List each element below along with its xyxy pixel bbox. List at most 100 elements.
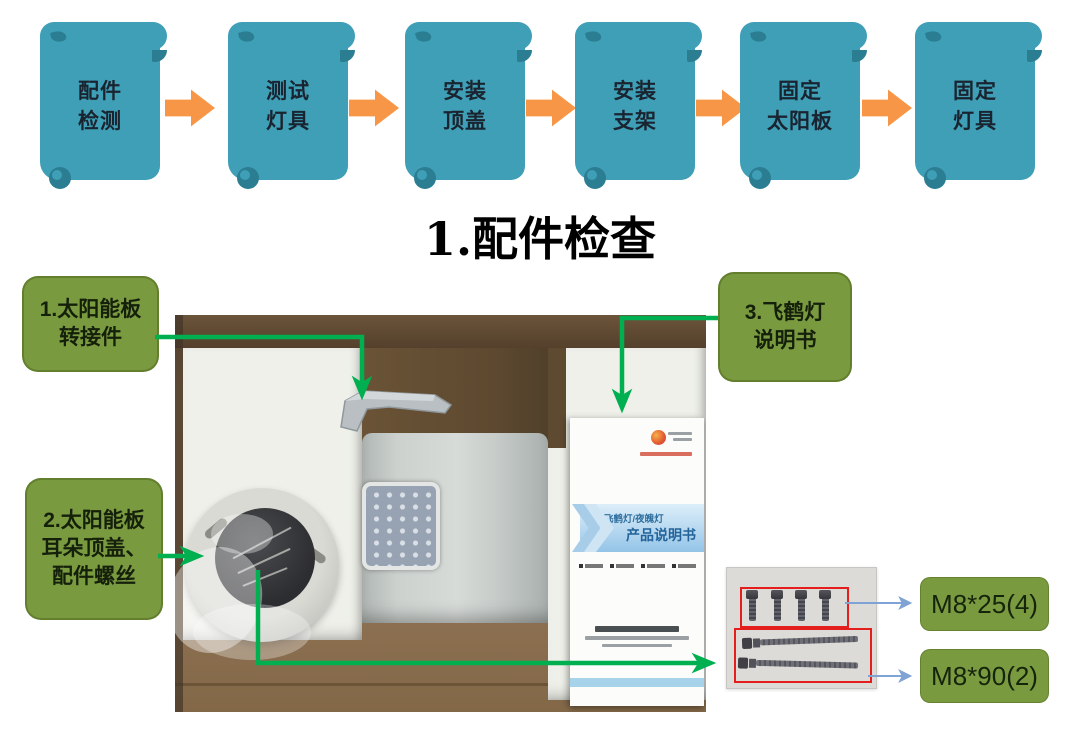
scroll-curl-icon: [749, 167, 771, 189]
bolt-head: [741, 637, 753, 649]
flow-step-label: 固定 灯具: [915, 22, 1035, 180]
callout-label-line: 耳朵顶盖、: [41, 537, 147, 560]
bullet-text-bar: [610, 564, 634, 568]
bolt-icon: [746, 590, 758, 621]
manual-logo-icon: [651, 430, 666, 445]
scroll-curl-icon: [924, 167, 946, 189]
callout-label-line: 1.太阳能板: [39, 298, 142, 321]
callout-label-line: 转接件: [59, 326, 122, 349]
callout-label-line: 3.飞鹤灯: [744, 301, 826, 324]
flow-step-label-line: 安装: [613, 80, 657, 103]
scroll-roll-icon: [1005, 22, 1042, 50]
plastic-bag: [211, 514, 273, 554]
flow-step-label-line: 固定: [953, 80, 997, 103]
flow-step-label: 安装 支架: [575, 22, 695, 180]
callout-label-line: 配件螺丝: [52, 565, 136, 588]
manual-company-lines: [570, 626, 704, 647]
bolt-long-label-text: M8*90(2): [931, 660, 1038, 691]
flow-step-install-bracket: 安装 支架: [575, 22, 702, 189]
bolt-shaft: [797, 599, 805, 621]
bolt-shaft: [755, 659, 859, 669]
package-photo: 飞鹤灯/夜魄灯 产品说明书: [175, 315, 706, 712]
flow-arrow-icon: [696, 89, 746, 127]
scroll-roll-icon: [318, 22, 355, 50]
cardboard-box-edge: [175, 315, 706, 348]
bolt-shaft: [748, 599, 756, 621]
flow-step-label-line: 灯具: [953, 110, 997, 133]
flow-step-label-line: 灯具: [266, 110, 310, 133]
scroll-curl-icon: [49, 167, 71, 189]
manual-title-text: 产品说明书: [626, 527, 696, 543]
top-cover-part: [175, 488, 339, 668]
scroll-curl-icon: [237, 167, 259, 189]
callout-label-line: 2.太阳能板: [43, 509, 145, 532]
foam-notch-gap: [548, 348, 566, 448]
flow-arrow-icon: [349, 89, 399, 127]
plastic-bag: [193, 604, 311, 660]
callout-solar-panel-adapter: 1.太阳能板 转接件: [22, 276, 159, 372]
bullet-text-bar: [641, 564, 665, 568]
bolt-short-label: M8*25(4): [920, 577, 1049, 631]
flow-step-accessory-check: 配件 检测: [40, 22, 167, 189]
section-title: 1.配件检查: [423, 212, 657, 266]
flow-step-label: 配件 检测: [40, 22, 160, 180]
bolt-head: [746, 590, 758, 599]
scroll-roll-icon: [130, 22, 167, 50]
flow-arrow-icon: [526, 89, 576, 127]
cardboard-flap-line: [175, 683, 706, 686]
bolt-short-label-text: M8*25(4): [931, 588, 1038, 619]
bolt-head: [819, 590, 831, 599]
company-text-bar: [585, 636, 689, 640]
flow-arrow-icon: [862, 89, 912, 127]
flow-step-fix-lamp: 固定 灯具: [915, 22, 1042, 189]
scroll-roll-icon: [495, 22, 532, 50]
bullet-text-bar: [579, 564, 603, 568]
manual-model-bullets: [579, 564, 696, 568]
scroll-roll-icon: [665, 22, 702, 50]
flow-step-label-line: 顶盖: [443, 110, 487, 133]
bolt-shaft: [759, 635, 859, 646]
flow-step-label: 固定 太阳板: [740, 22, 860, 180]
company-text-bar: [595, 626, 679, 632]
flow-step-label-line: 配件: [78, 80, 122, 103]
bullet-text-bar: [672, 564, 696, 568]
photo-shadow: [175, 315, 183, 712]
bolt-head: [795, 590, 807, 599]
manual-booklet: 飞鹤灯/夜魄灯 产品说明书: [570, 418, 704, 706]
flow-step-label-line: 固定: [778, 80, 822, 103]
bolt-shaft: [821, 599, 829, 621]
flow-step-label-line: 检测: [78, 110, 122, 133]
bolt-icon: [771, 590, 783, 621]
bolt-head: [737, 656, 749, 669]
manual-product-line: 飞鹤灯/夜魄灯: [604, 514, 664, 525]
bolt-icon: [819, 590, 831, 621]
bolt-head: [771, 590, 783, 599]
flow-step-test-lamp: 测试 灯具: [228, 22, 355, 189]
logo-tagline-bar: [640, 452, 692, 456]
flow-step-label: 安装 顶盖: [405, 22, 525, 180]
scroll-roll-icon: [830, 22, 867, 50]
flow-arrow-icon: [165, 89, 215, 127]
bolt-icon: [795, 590, 807, 621]
callout-manual: 3.飞鹤灯 说明书: [718, 272, 852, 382]
led-panel: [362, 482, 440, 570]
scroll-curl-icon: [584, 167, 606, 189]
logo-text-line: [673, 438, 692, 441]
scroll-curl-icon: [414, 167, 436, 189]
flow-step-label-line: 测试: [266, 80, 310, 103]
company-text-bar: [602, 643, 672, 647]
flow-step-label-line: 太阳板: [767, 110, 833, 133]
flow-step-fix-solar-panel: 固定 太阳板: [740, 22, 867, 189]
flow-step-label: 测试 灯具: [228, 22, 348, 180]
highlight-box-long-bolts: [734, 628, 872, 683]
logo-text-line: [668, 432, 692, 435]
flow-step-label-line: 支架: [613, 110, 657, 133]
callout-label-line: 说明书: [753, 329, 817, 352]
screws-photo: [726, 567, 877, 689]
flow-step-install-top-cover: 安装 顶盖: [405, 22, 532, 189]
bolt-shaft: [773, 599, 781, 621]
bolt-long-label: M8*90(2): [920, 649, 1049, 703]
manual-bottom-band: [570, 678, 704, 687]
highlight-box-short-bolts: [740, 587, 849, 628]
